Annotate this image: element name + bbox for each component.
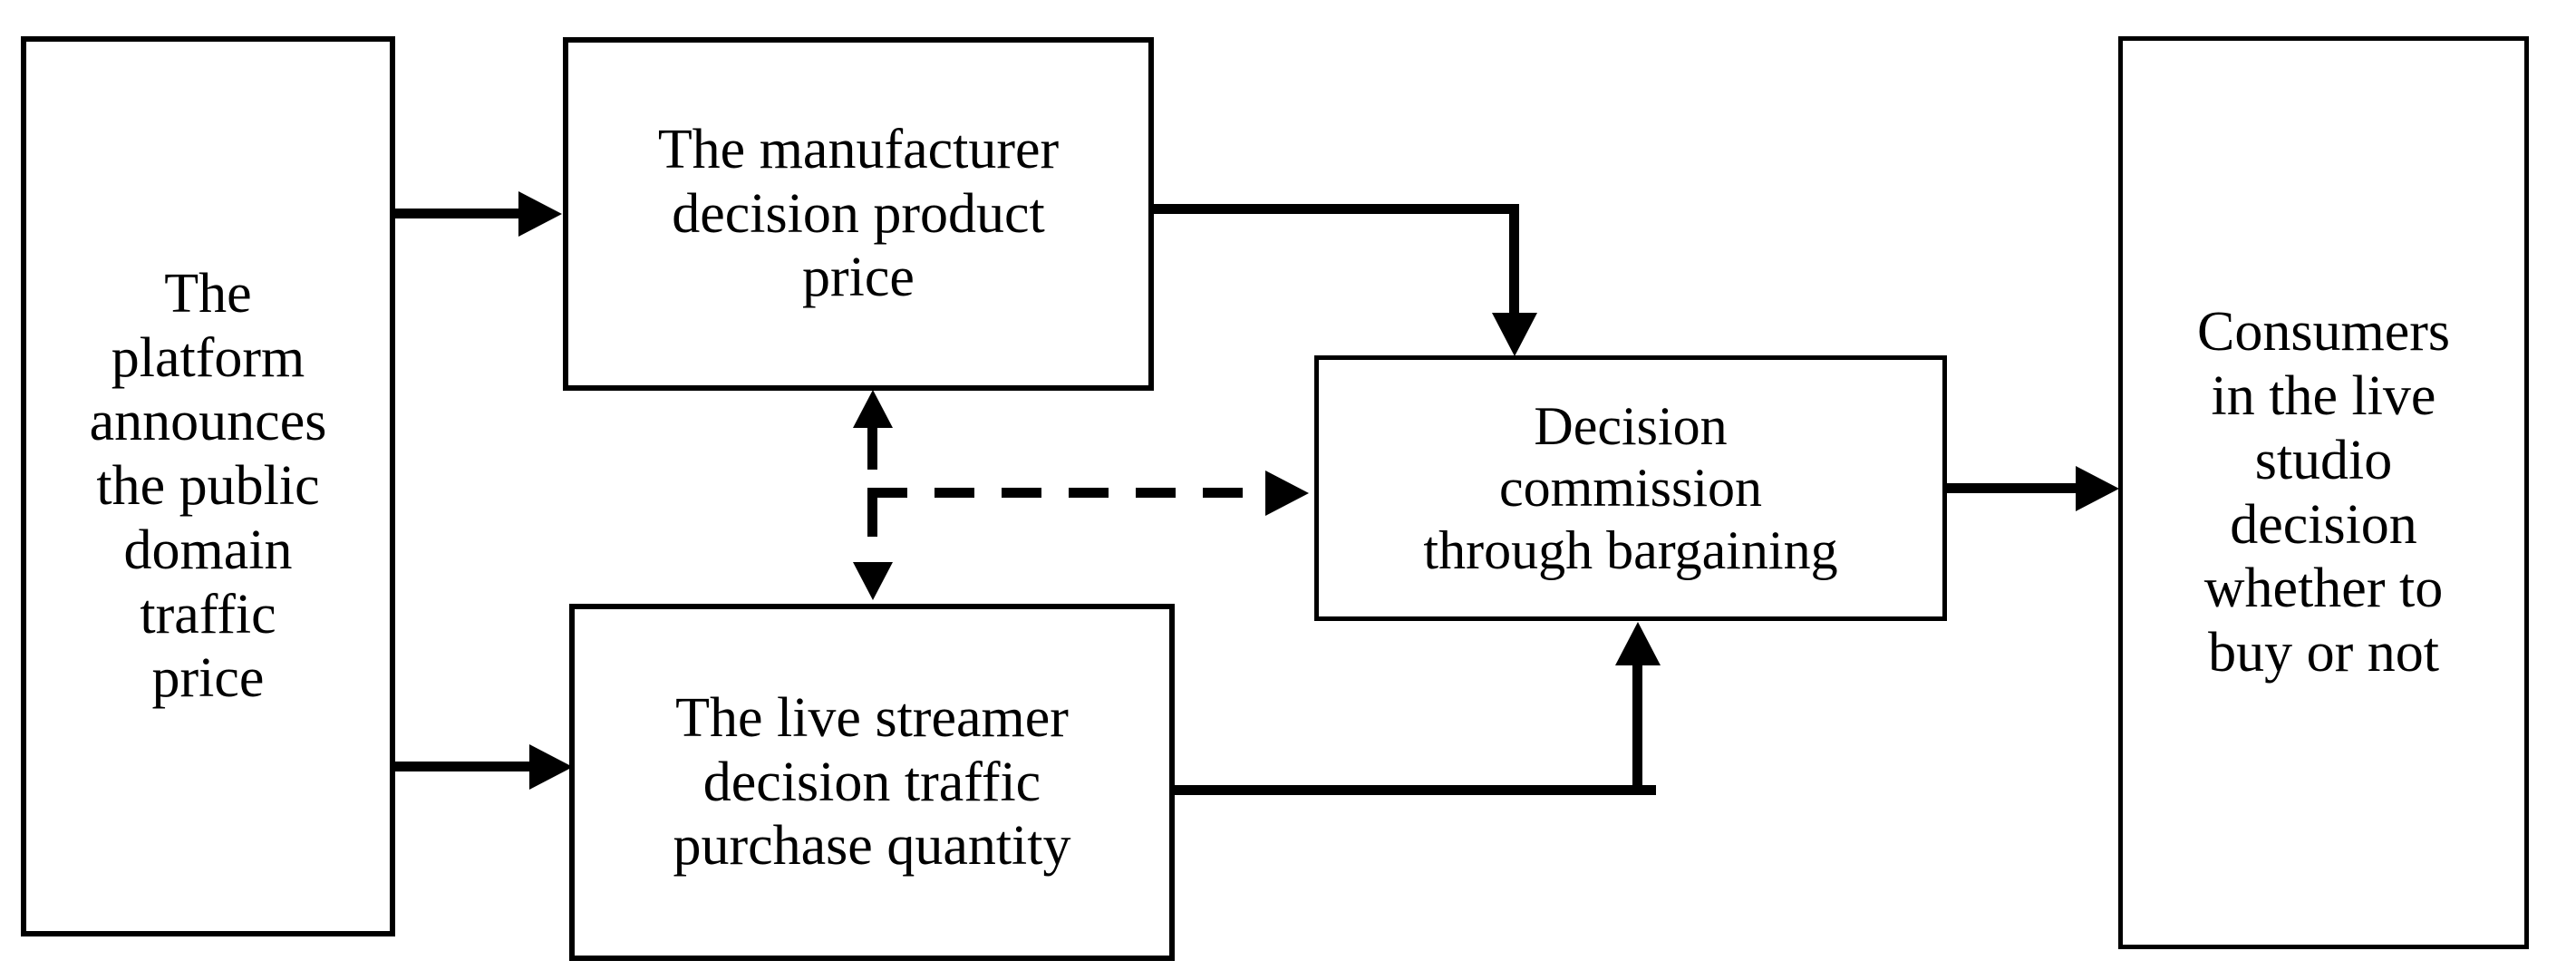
- node-manufacturer-decision-product-price[interactable]: The manufacturer decision product price: [563, 37, 1154, 391]
- arrowhead-down-icon: [853, 562, 893, 600]
- node-manufacturer-label: The manufacturer decision product price: [657, 118, 1060, 309]
- edge-line: [393, 209, 520, 218]
- node-platform-announces-traffic-price[interactable]: The platform announces the public domain…: [21, 36, 395, 936]
- edge-line-vertical: [1632, 665, 1642, 790]
- node-commission-label: Decision commission through bargaining: [1423, 395, 1838, 580]
- edge-line-horizontal: [1169, 785, 1656, 795]
- node-live-streamer-decision-traffic-quantity[interactable]: The live streamer decision traffic purch…: [569, 604, 1175, 961]
- edge-line-vertical-upper: [867, 426, 877, 470]
- node-platform-label: The platform announces the public domain…: [89, 263, 327, 710]
- edge-line-horizontal-dashed: [867, 488, 1268, 498]
- arrowhead-up-icon: [853, 390, 893, 428]
- node-decision-commission-through-bargaining[interactable]: Decision commission through bargaining: [1314, 355, 1947, 621]
- edge-line: [1942, 483, 2078, 493]
- arrowhead-down-icon: [1492, 313, 1537, 356]
- edge-line-vertical-dashed-lower: [867, 497, 877, 562]
- arrowhead-right-icon: [529, 744, 573, 790]
- node-consumers-label: Consumers in the live studio decision wh…: [2197, 301, 2450, 684]
- arrowhead-right-icon: [2076, 466, 2119, 511]
- arrowhead-right-icon: [1265, 471, 1309, 516]
- edge-line: [393, 762, 531, 771]
- arrowhead-right-icon: [518, 191, 562, 237]
- edge-line-vertical: [1509, 204, 1519, 317]
- node-streamer-label: The live streamer decision traffic purch…: [673, 686, 1071, 878]
- node-consumers-live-studio-buy-decision[interactable]: Consumers in the live studio decision wh…: [2118, 36, 2529, 949]
- arrowhead-up-icon: [1615, 622, 1661, 665]
- edge-line-horizontal: [1148, 204, 1519, 214]
